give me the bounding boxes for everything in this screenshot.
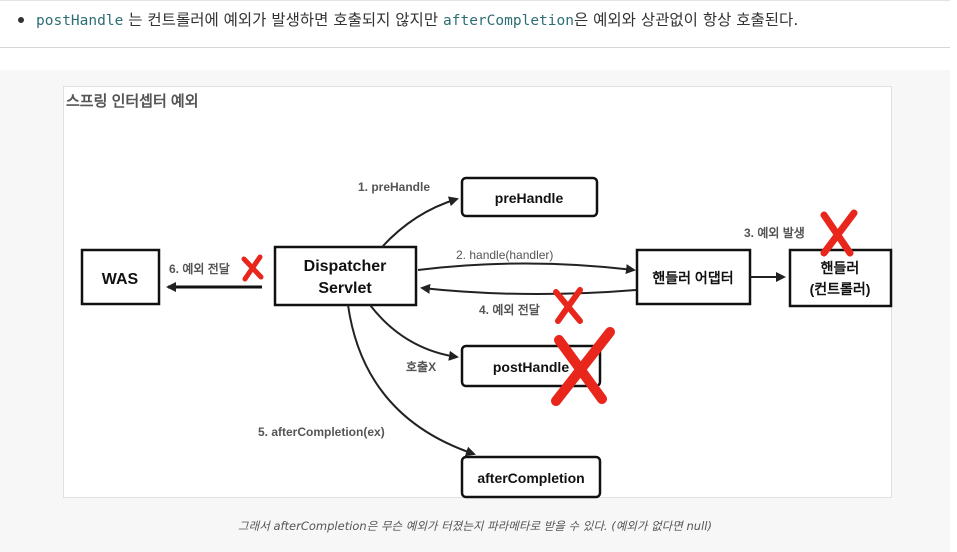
handler-label-line1: 핸들러 xyxy=(821,260,860,276)
dispatcher-label-line2: Servlet xyxy=(318,280,372,297)
cross-icon-exception-back xyxy=(553,287,583,324)
diagram-frame: 스프링 인터셉터 예외 WAS Dispatcher Servlet preHa… xyxy=(63,86,893,499)
diagram-title: 스프링 인터셉터 예외 xyxy=(66,92,199,110)
handler-label-line2: (컨트롤러) xyxy=(810,281,871,297)
label-step5: 5. afterCompletion(ex) xyxy=(258,425,385,439)
aftercompletion-box: afterCompletion xyxy=(460,455,602,499)
figure-caption: 그래서 afterCompletion은 무슨 예외가 터졌는지 파라메타로 받… xyxy=(238,519,712,533)
bullet-text-part1: 는 컨트롤러에 예외가 발생하면 호출되지 않지만 xyxy=(123,11,444,29)
label-step2: 2. handle(handler) xyxy=(456,248,553,262)
adapter-label: 핸들러 어댑터 xyxy=(652,270,733,286)
handler-adapter-box: 핸들러 어댑터 xyxy=(635,248,752,306)
handler-box: 핸들러 (컨트롤러) xyxy=(788,248,893,308)
arrow-prehandle xyxy=(381,196,459,248)
cross-icon-handler xyxy=(820,209,858,257)
inline-code-aftercompletion: afterCompletion xyxy=(443,13,574,29)
inline-code-posthandle: postHandle xyxy=(36,13,124,29)
bullet-text: postHandle 는 컨트롤러에 예외가 발생하면 호출되지 않지만 aft… xyxy=(36,8,798,33)
bullet-dot xyxy=(18,17,24,23)
label-step4: 4. 예외 전달 xyxy=(479,302,540,317)
dispatcher-label-line1: Dispatcher xyxy=(304,258,387,275)
interceptor-exception-diagram: 스프링 인터셉터 예외 WAS Dispatcher Servlet preHa… xyxy=(66,92,893,499)
label-step1: 1. preHandle xyxy=(358,180,430,194)
label-step6: 6. 예외 전달 xyxy=(169,261,230,276)
cross-icon-posthandle xyxy=(551,327,615,406)
posthandle-label: postHandle xyxy=(493,359,569,375)
aftercompletion-label: afterCompletion xyxy=(477,470,584,486)
label-step3: 3. 예외 발생 xyxy=(744,225,805,240)
was-box: WAS xyxy=(80,248,161,306)
cross-icon-was xyxy=(241,254,264,282)
prehandle-box: preHandle xyxy=(460,176,599,218)
dispatcher-servlet-box: Dispatcher Servlet xyxy=(273,245,418,307)
arrow-posthandle xyxy=(369,304,459,361)
arrow-exception-back xyxy=(420,283,637,296)
was-label: WAS xyxy=(102,271,139,288)
bullet-text-part2: 은 예외와 상관없이 항상 호출된다. xyxy=(573,11,799,29)
top-divider xyxy=(0,0,950,1)
bullet-item: postHandle 는 컨트롤러에 예외가 발생하면 호출되지 않지만 aft… xyxy=(0,8,950,48)
prehandle-label: preHandle xyxy=(495,190,564,206)
arrow-handle xyxy=(417,262,636,275)
arrow-aftercompletion xyxy=(347,304,476,457)
label-not-called: 호출X xyxy=(406,359,436,374)
